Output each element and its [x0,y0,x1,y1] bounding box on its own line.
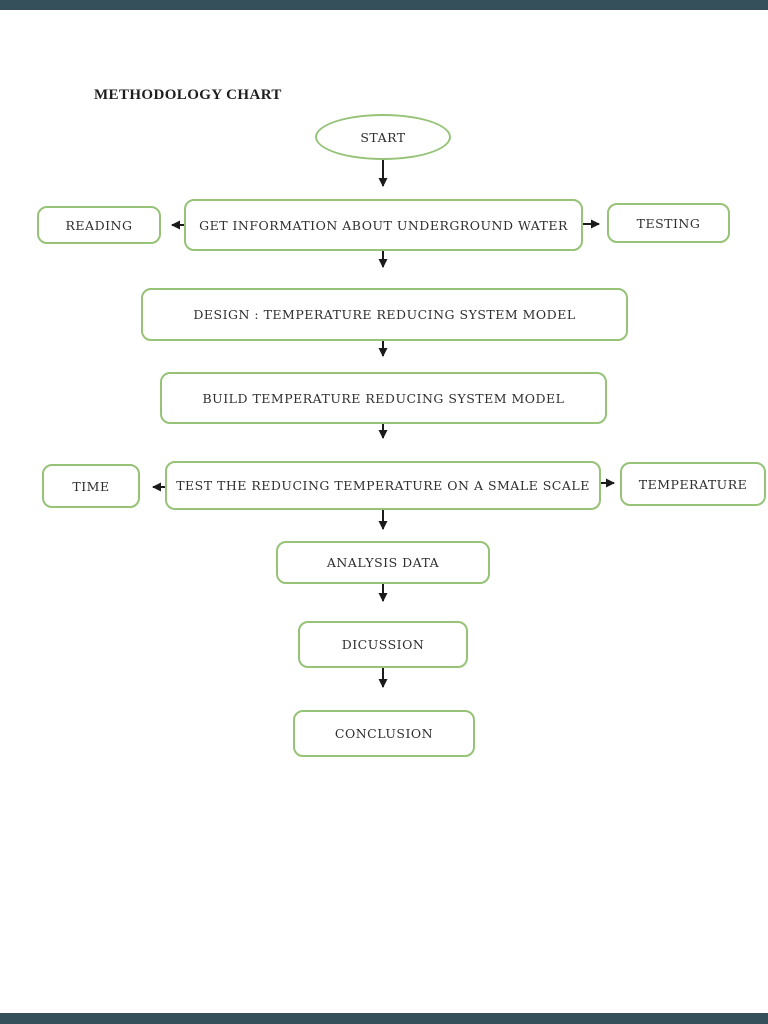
flowchart-node-reading: READING [37,206,161,244]
flowchart-node-time: TIME [42,464,140,508]
viewer-chrome-top-bar [0,0,768,10]
flowchart-node-analysis-data: ANALYSIS DATA [276,541,490,584]
flowchart-node-test-small-scale: TEST THE REDUCING TEMPERATURE ON A SMALE… [165,461,601,510]
flowchart-node-build: BUILD TEMPERATURE REDUCING SYSTEM MODEL [160,372,607,424]
flowchart-node-design: DESIGN : TEMPERATURE REDUCING SYSTEM MOD… [141,288,628,341]
flowchart-node-dicussion: DICUSSION [298,621,468,668]
flowchart-node-testing: TESTING [607,203,730,243]
flowchart-node-get-information: GET INFORMATION ABOUT UNDERGROUND WATER [184,199,583,251]
flowchart-node-conclusion: CONCLUSION [293,710,475,757]
viewer-chrome-bottom-bar [0,1013,768,1024]
flowchart-node-start: START [315,114,451,160]
flowchart-node-temperature: TEMPERATURE [620,462,766,506]
page-title: METHODOLOGY CHART [94,87,282,103]
